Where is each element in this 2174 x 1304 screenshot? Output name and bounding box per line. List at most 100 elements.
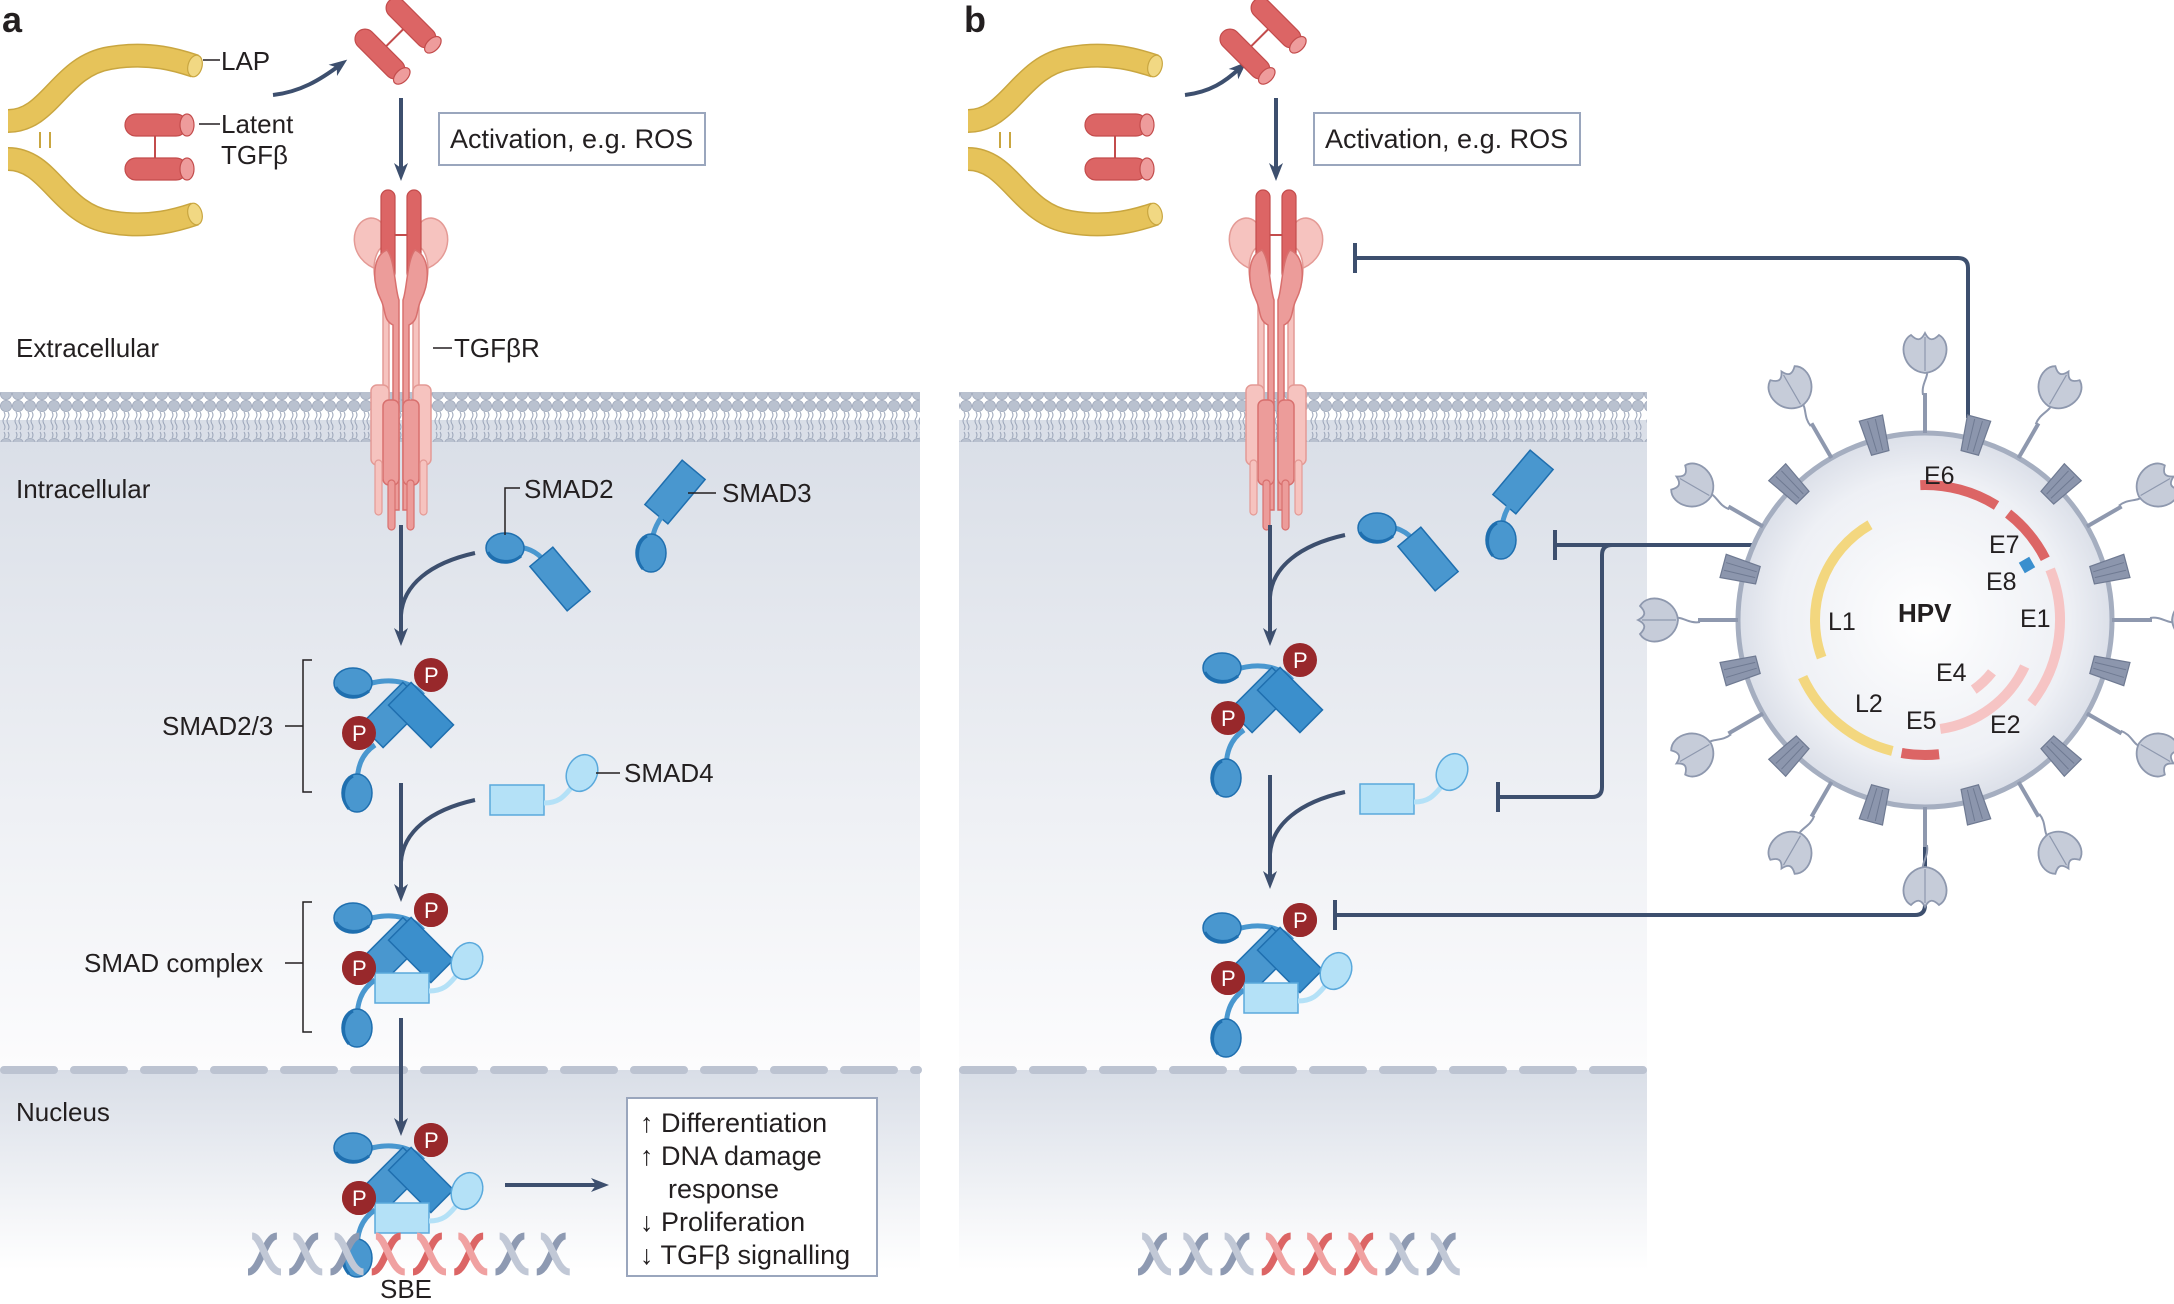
phospho-p-6: P [352, 1186, 367, 1211]
latent-tgfb-complex-b [968, 54, 1165, 227]
outcome-text: Proliferation [661, 1207, 806, 1237]
outcome-item: ↓ TGFβ signalling [640, 1239, 876, 1272]
dna-strand-segment [539, 1232, 571, 1276]
release-arrow-b [1184, 61, 1247, 97]
dna-strand-segment [333, 1232, 365, 1276]
plasma-membrane [0, 392, 920, 442]
phospho-p-1: P [424, 663, 439, 688]
outcome-arrow-glyph: ↓ [640, 1240, 654, 1270]
outcome-arrow-glyph: ↑ [640, 1108, 654, 1138]
dna-strand-segment [498, 1232, 530, 1276]
hpv-virion: HPV E6 E7 E8 E1 E2 E4 E5 L1 L2 [1636, 331, 2174, 909]
latent-tgfb-dimer [124, 113, 195, 181]
smad2-label: SMAD2 [524, 474, 614, 504]
gene-label-e4: E4 [1936, 659, 1967, 687]
smad2-leader-line [504, 487, 520, 535]
outcome-item: ↑ DNA damage [640, 1140, 876, 1173]
hpv-label: HPV [1898, 598, 1952, 628]
smad-complex-b [1203, 903, 1358, 1057]
panel-letter-b: b [964, 0, 986, 40]
phospho-p-5: P [424, 1128, 439, 1153]
smad2-monomer [484, 531, 592, 612]
phospho-p-3: P [424, 898, 439, 923]
capsid-spike [1636, 596, 1740, 644]
activation-text-b: Activation, e.g. ROS [1325, 124, 1569, 154]
outcome-text: TGFβ signalling [660, 1240, 851, 1270]
smad3-monomer-b [1484, 449, 1555, 561]
outcome-text: DNA damage [661, 1141, 822, 1171]
dna-strand-segment [1140, 1232, 1173, 1276]
phospho-p-2: P [352, 721, 367, 746]
smad3-monomer [634, 459, 707, 574]
capsid-spike [1901, 331, 1949, 435]
smad23-label: SMAD2/3 [162, 711, 273, 741]
smad3-label: SMAD3 [722, 478, 812, 508]
gene-arc-e2 [1939, 664, 2030, 734]
activation-box-a: Activation, e.g. ROS [438, 112, 706, 166]
gene-label-e7: E7 [1989, 531, 2020, 559]
panel-letter-a: a [2, 0, 23, 40]
gene-arc-l2 [1798, 674, 1894, 756]
panel-b: b P P P [959, 0, 2174, 1276]
dna-helix-a [246, 1232, 571, 1276]
dna-strand-segment [1223, 1232, 1255, 1276]
dna-strand-segment [457, 1232, 489, 1276]
gene-block-e8 [2018, 556, 2036, 574]
outcomes-box: ↑ Differentiation ↑ DNA damage response … [626, 1097, 878, 1277]
capsid-spike [1901, 805, 1949, 909]
dna-strand-segment [1182, 1232, 1214, 1276]
smad4-join-curve [399, 798, 476, 863]
smad4-label: SMAD4 [624, 758, 714, 788]
latent-tgfb-complex [8, 54, 205, 227]
outcome-arrow-glyph: ↓ [640, 1207, 654, 1237]
extracellular-label: Extracellular [16, 333, 159, 363]
smad2-join-curve-b [1268, 533, 1346, 598]
smad2-join-curve [399, 551, 476, 616]
outcome-item: ↓ Proliferation [640, 1206, 876, 1239]
smad4-join-curve-b [1268, 790, 1346, 855]
e6-inhibition-line [1355, 256, 1970, 418]
gene-label-l2: L2 [1855, 690, 1883, 718]
gene-label-e2: E2 [1990, 711, 2021, 739]
gene-arc-e6 [1920, 480, 2000, 510]
gene-label-e8: E8 [1986, 568, 2017, 596]
gene-arc-e1 [2027, 567, 2065, 707]
phospho-p-b2: P [1221, 706, 1236, 731]
dna-strand-segment [1264, 1232, 1296, 1276]
gene-label-e5: E5 [1906, 707, 1937, 735]
smad-complex-bracket [302, 901, 312, 1033]
activation-box-b: Activation, e.g. ROS [1313, 112, 1581, 166]
phospho-p-4: P [352, 956, 367, 981]
outcome-item: ↑ Differentiation [640, 1107, 876, 1140]
outcome-item-continuation: response [668, 1174, 780, 1204]
gene-arc-l1 [1810, 520, 1873, 660]
smad2-monomer-b [1356, 511, 1460, 592]
phospho-p-b3: P [1293, 908, 1308, 933]
release-arrow [272, 59, 348, 97]
dna-strand-segment [1305, 1232, 1338, 1276]
tgfbr-label: TGFβR [454, 333, 540, 363]
smad-complex-label: SMAD complex [84, 948, 263, 978]
dna-strand-segment [1429, 1232, 1461, 1276]
gene-arc-e4 [1970, 669, 1996, 694]
latent-tgfb-label-line1: Latent [221, 109, 294, 139]
dna-strand-segment [250, 1232, 283, 1276]
sbe-label: SBE [380, 1274, 432, 1304]
dna-strand-segment [374, 1232, 406, 1276]
capsid-spike [2110, 596, 2174, 644]
latent-tgfb-label-line2: TGFβ [221, 140, 288, 170]
dna-strand-segment [1347, 1232, 1379, 1276]
gene-label-l1: L1 [1828, 608, 1856, 636]
active-tgfb-dimer-b [1214, 0, 1311, 89]
e7-branch-line [1498, 543, 1613, 799]
gene-arc-e5 [1900, 748, 1940, 760]
dna-strand-segment [1388, 1232, 1420, 1276]
lap-protein [8, 54, 205, 227]
nucleus-region-b [959, 1070, 1647, 1270]
nuclear-smad-complex [334, 1123, 489, 1277]
gene-label-e1: E1 [2020, 605, 2051, 633]
phospho-p-b1: P [1293, 648, 1308, 673]
intracellular-label: Intracellular [16, 474, 151, 504]
nucleus-label: Nucleus [16, 1097, 110, 1127]
